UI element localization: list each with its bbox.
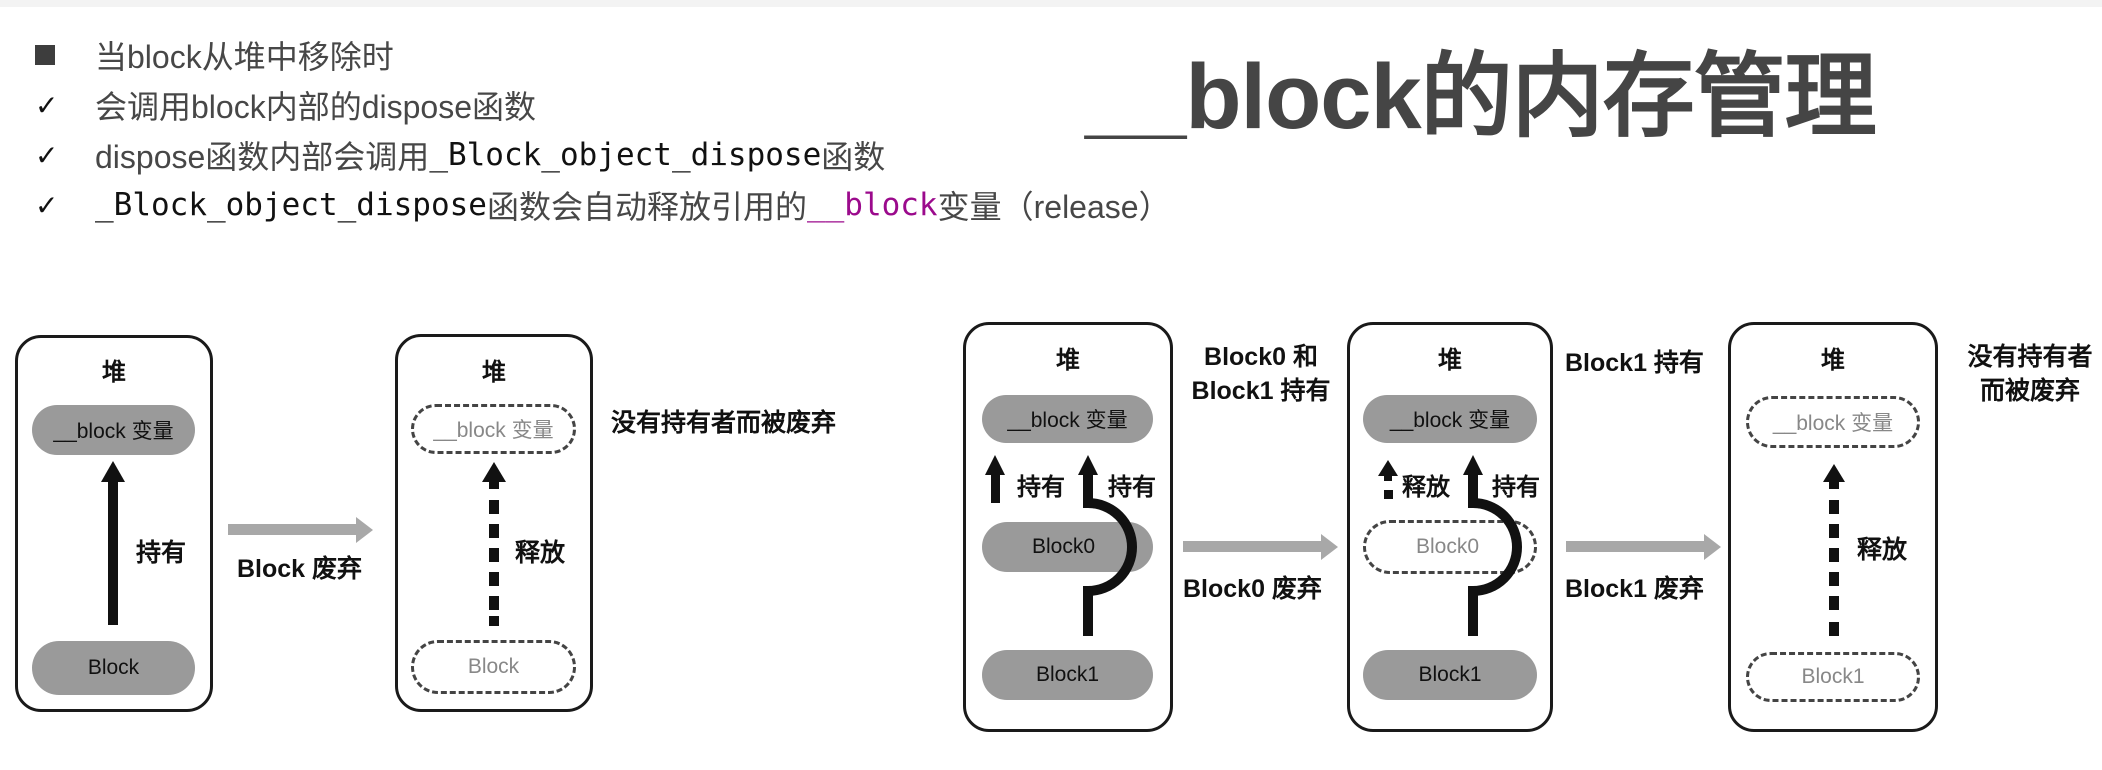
boxa-side-label: Block0 和 Block1 持有 [1186,340,1336,408]
boxa-side-label-line1: Block0 和 [1204,343,1318,371]
block1-pill: Block1 [1363,650,1537,700]
block-variable-pill: __block 变量 [982,395,1153,443]
code-text: _Block_object_dispose [429,137,822,173]
block-variable-pill: __block 变量 [32,405,195,455]
page-title: __block的内存管理 [1085,46,1877,148]
result-label: 没有持有者 而被废弃 [1955,340,2102,408]
heap-label: 堆 [1056,347,1080,374]
bullet-text: dispose函数内部会调用 [95,139,430,175]
boxa-side-label-line2: Block1 持有 [1191,377,1331,405]
hold-arrow-block1 [1463,455,1522,636]
code-text-highlight: __block [806,187,938,223]
block-pill-discarded: Block [411,640,576,694]
release-label-block0: 释放 [1402,474,1450,501]
bullet-text: 变量（release） [937,189,1171,225]
transition-arrow-icon [1183,534,1338,560]
result-label: 没有持有者而被废弃 [611,409,837,437]
release-arrow-block0 [1378,460,1398,499]
block-variable-pill-released: __block 变量 [1746,396,1920,448]
release-arrow [1823,464,1845,636]
release-label: 释放 [515,539,566,567]
heap-label: 堆 [1821,347,1845,374]
heap-label: 堆 [1438,347,1462,374]
hold-label-block1: 持有 [1108,474,1156,501]
hold-arrow-block1 [1078,455,1137,636]
block1-pill-discarded: Block1 [1746,652,1920,702]
code-text: _Block_object_dispose [95,187,487,223]
bullet-text: 函数 [821,139,886,175]
hold-arrow-block0 [985,455,1005,503]
bullet-text: 函数会自动释放引用的 [486,189,807,225]
heap-label: 堆 [102,359,126,386]
transition-arrow-icon [228,517,373,543]
result-label-line1: 没有持有者 [1967,343,2093,371]
transition2-label: Block1 废弃 [1565,575,1704,603]
block1-pill: Block1 [982,650,1153,700]
transition-arrow-icon [1566,534,1721,560]
bullet-line-1: 当block从堆中移除时 [35,30,394,80]
result-label-line2: 而被废弃 [1979,377,2080,405]
check-icon: ✓ [35,89,59,121]
bullet-line-2: ✓ 会调用block内部的dispose函数 [35,80,536,130]
transition-label: Block 废弃 [237,555,363,583]
bullet-text: 会调用block内部的dispose函数 [95,89,537,125]
hold-label-block1: 持有 [1492,474,1540,501]
block-variable-pill-released: __block 变量 [411,404,576,454]
transition1-label: Block0 废弃 [1183,575,1322,603]
hold-label: 持有 [136,539,187,567]
hold-label-block0: 持有 [1017,474,1065,501]
check-icon: ✓ [35,139,59,171]
boxb-side-label: Block1 持有 [1565,349,1704,377]
check-icon: ✓ [35,189,59,221]
bullet-text: 当block从堆中移除时 [95,39,394,75]
square-bullet-icon [35,45,55,65]
release-label: 释放 [1857,536,1908,564]
release-arrow [482,462,506,626]
block-variable-pill: __block 变量 [1363,395,1537,443]
hold-arrow [101,461,125,625]
top-band [0,0,2102,7]
block-pill: Block [32,641,195,695]
heap-label: 堆 [482,359,506,386]
